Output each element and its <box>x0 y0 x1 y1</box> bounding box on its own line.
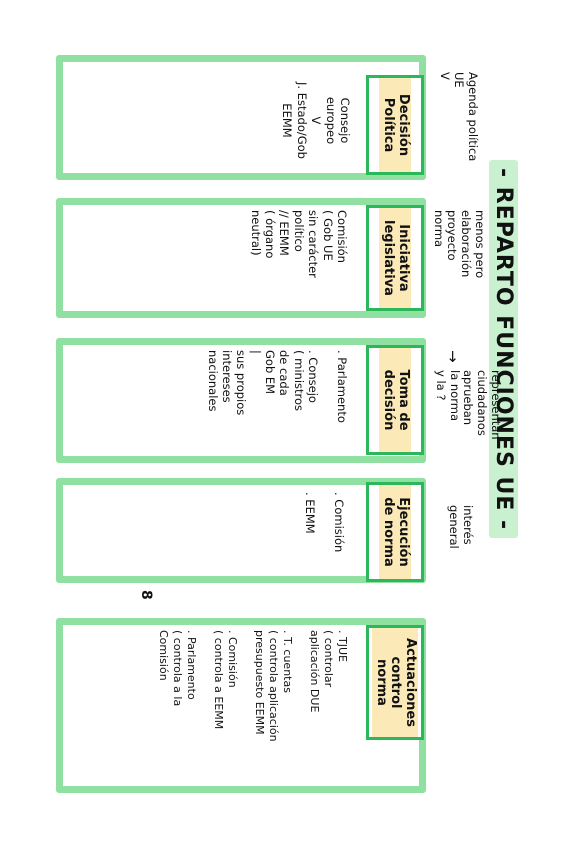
note-ejecucion-norma: interés general <box>447 505 475 549</box>
label-control-norma: Actuaciones control norma <box>366 625 424 740</box>
label-ejecucion-norma: Ejecución de norma <box>366 482 424 582</box>
body-decision-politica: Consejo europeo V J. Estado/Gob EEMM <box>280 82 353 159</box>
label-text: Decisión Política <box>379 78 411 172</box>
body-ejecucion-norma: . Comisión . EEMM <box>303 492 346 553</box>
note-toma-decision: representan ciudadanos aprueban la norma… <box>433 370 503 440</box>
body-toma-decision: . Parlamento . Consejo ( ministros de ca… <box>205 350 349 423</box>
label-toma-decision: Toma de decisión <box>366 345 424 455</box>
note-decision-politica: Agenda política UE V <box>438 72 480 162</box>
note-iniciativa-legislativa: menos pero elaboración proyecto norma <box>431 210 487 279</box>
label-text: Ejecución de norma <box>379 485 411 579</box>
page-title: - REPARTO FUNCIONES UE - <box>489 160 518 539</box>
body-iniciativa-legislativa: Comisión ( Gob UE sin carácter político … <box>248 210 349 278</box>
label-text: Toma de decisión <box>379 348 411 452</box>
label-decision-politica: Decisión Política <box>366 75 424 175</box>
label-iniciativa-legislativa: Iniciativa legislativa <box>366 205 424 311</box>
label-text: Actuaciones control norma <box>371 628 419 737</box>
label-text: Iniciativa legislativa <box>379 208 411 308</box>
arrow-icon: → <box>444 350 462 363</box>
body-control-norma: . TJUE ( controlar aplicación DUE . T. c… <box>157 630 349 742</box>
side-mark: 8 <box>138 590 154 600</box>
